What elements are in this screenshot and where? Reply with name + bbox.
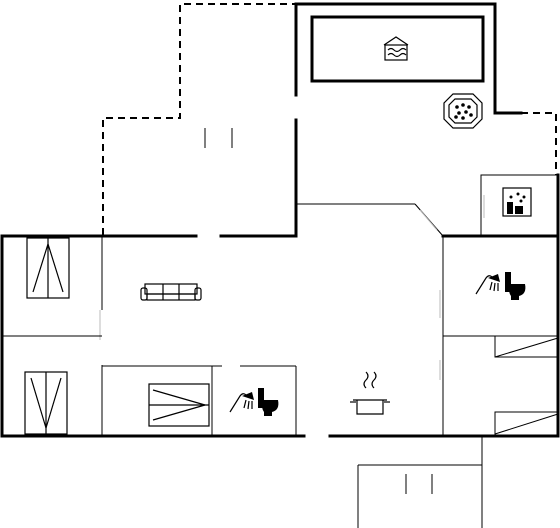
pool-icon (383, 36, 409, 61)
pool-room (294, 2, 557, 206)
side-rooms (494, 336, 559, 436)
sofa-icon (140, 283, 202, 301)
living-room (2, 236, 297, 436)
bed-icon (24, 371, 68, 435)
bathroom-2 (443, 272, 558, 337)
terrace-south (357, 436, 483, 528)
sauna-icon (502, 187, 532, 217)
kitchen (350, 371, 390, 415)
terrace-north (102, 3, 296, 235)
bathroom-1 (229, 388, 279, 416)
bed-icon (148, 383, 210, 427)
bedroom-2 (24, 371, 68, 435)
interior-walls (219, 202, 444, 436)
kitchen-pot-icon (350, 371, 390, 415)
sauna (480, 174, 558, 236)
shower-icon (475, 274, 500, 295)
bedroom-1 (26, 237, 70, 299)
toilet-icon (258, 388, 279, 416)
bedroom-3 (148, 383, 210, 427)
shower-icon (229, 392, 254, 413)
outer-walls (0, 173, 560, 438)
whirlpool-icon (443, 93, 483, 129)
toilet-icon (505, 272, 526, 300)
bed-icon (26, 237, 70, 299)
